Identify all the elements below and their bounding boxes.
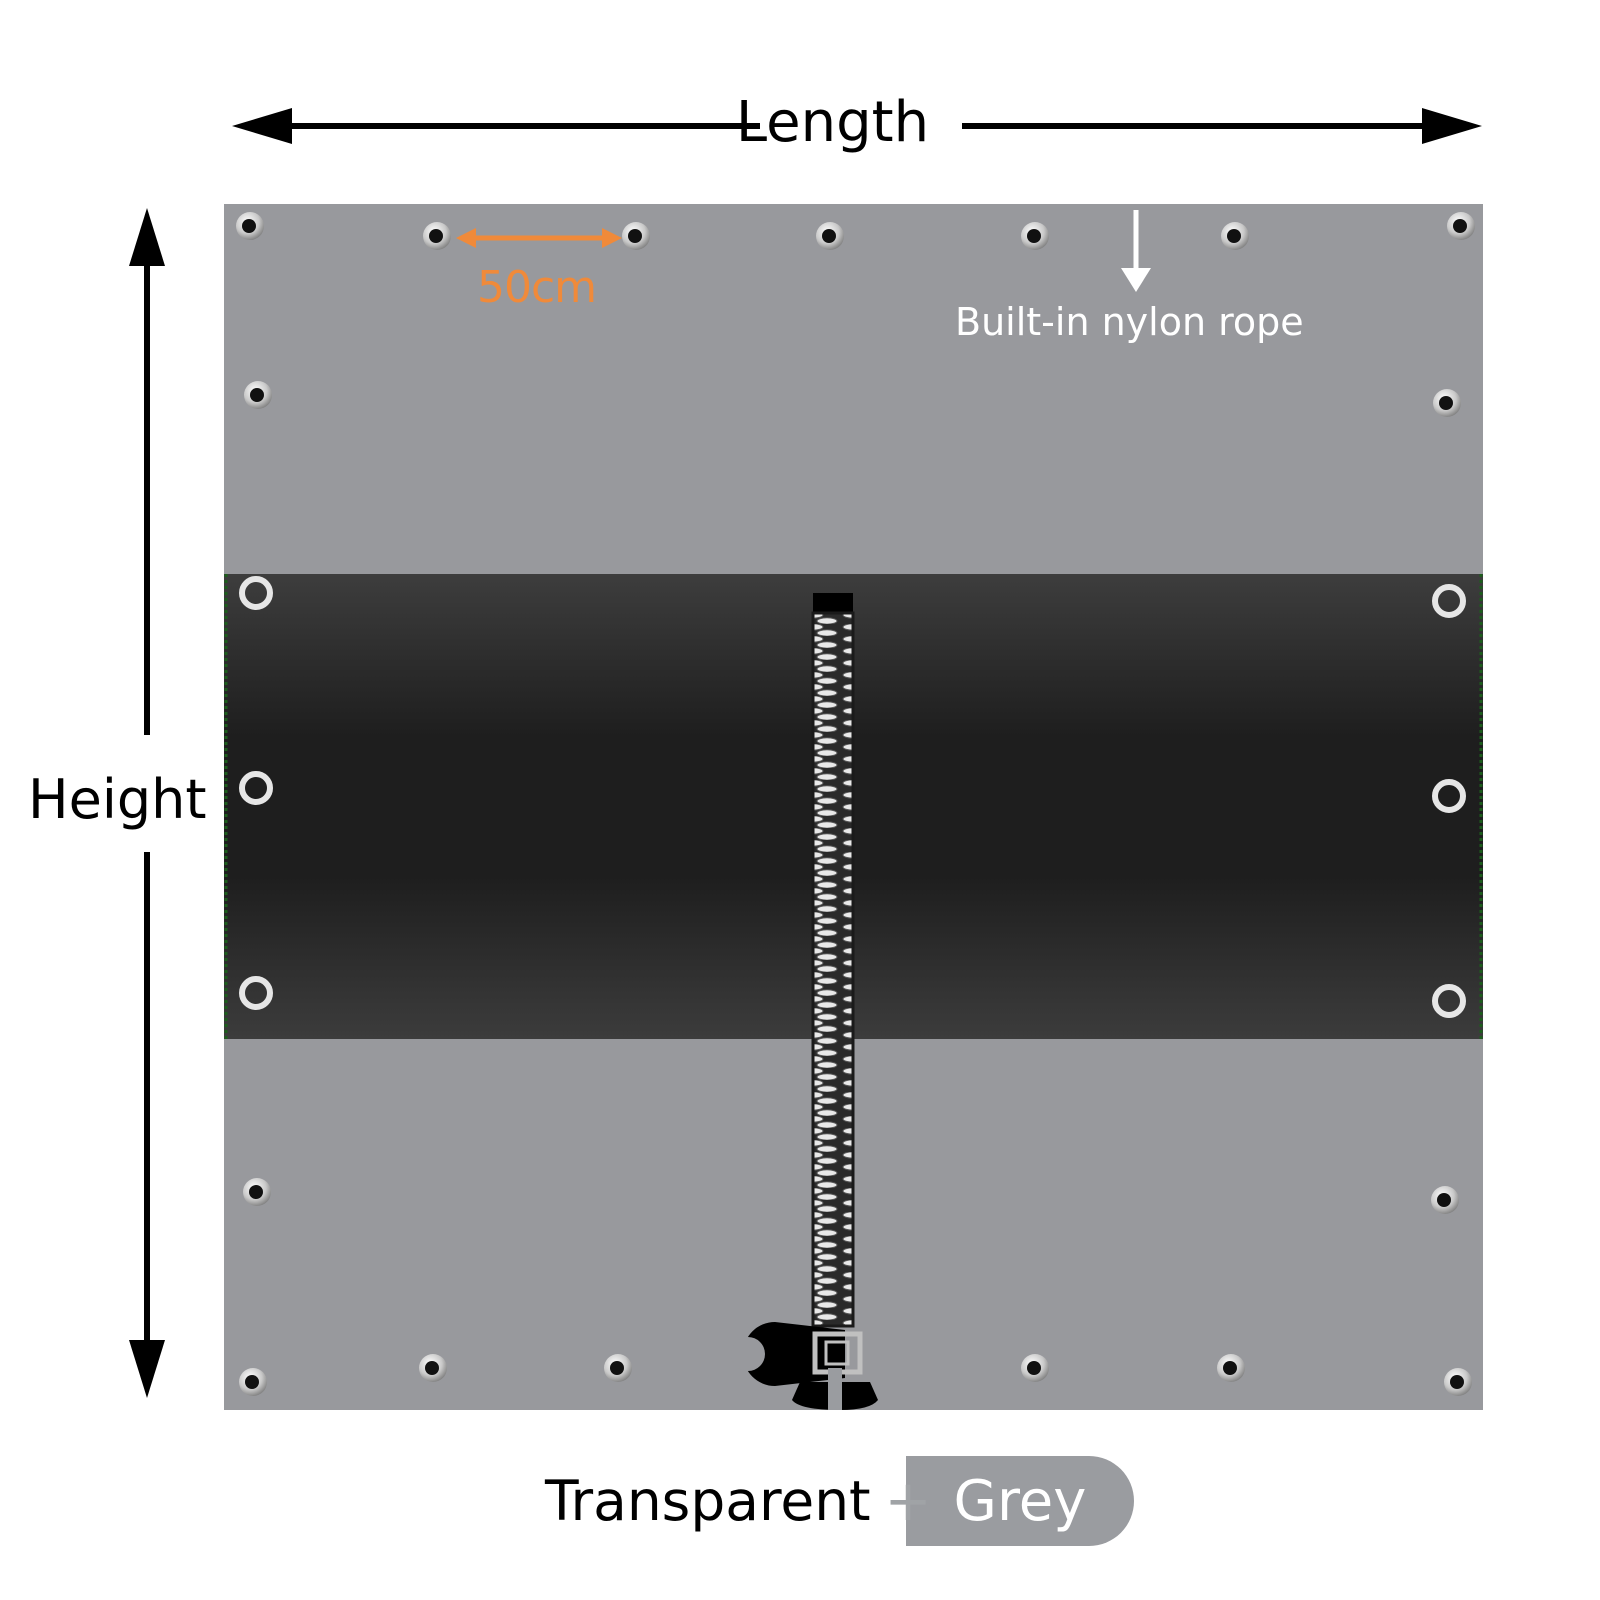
legend-grey-text: Grey xyxy=(953,1468,1087,1534)
height-label: Height xyxy=(28,768,207,831)
grommet-icon xyxy=(816,222,844,250)
length-label: Length xyxy=(735,90,930,155)
grommet-icon xyxy=(236,212,264,240)
height-arrow xyxy=(129,208,165,1398)
grommet-icon xyxy=(1444,1368,1472,1396)
spacing-arrow xyxy=(456,228,622,248)
length-arrow xyxy=(232,108,1482,144)
grommet-icon xyxy=(423,222,451,250)
grommet-icon xyxy=(622,222,650,250)
grommet-icon xyxy=(1431,1186,1459,1214)
grommet-icon xyxy=(239,1368,267,1396)
grommet-icon xyxy=(239,771,273,805)
legend-grey-pill: Grey xyxy=(905,1456,1134,1546)
grommet-spacing-label: 50cm xyxy=(477,262,597,313)
grommet-icon xyxy=(1432,779,1466,813)
grommet-icon xyxy=(1432,984,1466,1018)
legend-transparent: Transparent xyxy=(545,1469,871,1533)
grommet-icon xyxy=(239,976,273,1010)
grommet-icon xyxy=(1447,212,1475,240)
legend-plus: + xyxy=(884,1468,932,1534)
grommet-icon xyxy=(604,1354,632,1382)
grommet-icon xyxy=(419,1354,447,1382)
zipper-icon xyxy=(731,593,878,1410)
grey-grommets xyxy=(236,212,1475,1396)
band-grommets xyxy=(239,576,1466,1018)
grommet-icon xyxy=(243,1178,271,1206)
grommet-icon xyxy=(239,576,273,610)
grommet-icon xyxy=(244,381,272,409)
rope-pointer-arrow xyxy=(1121,210,1151,292)
grommet-icon xyxy=(1217,1354,1245,1382)
grommet-icon xyxy=(1433,389,1461,417)
rope-note-label: Built-in nylon rope xyxy=(955,300,1304,344)
grommet-icon xyxy=(1221,222,1249,250)
tarp-grey-top xyxy=(224,204,1483,574)
grommet-icon xyxy=(1432,584,1466,618)
color-legend: Transparent + Grey xyxy=(545,1456,1134,1546)
grommet-icon xyxy=(1021,1354,1049,1382)
grommet-icon xyxy=(1021,222,1049,250)
